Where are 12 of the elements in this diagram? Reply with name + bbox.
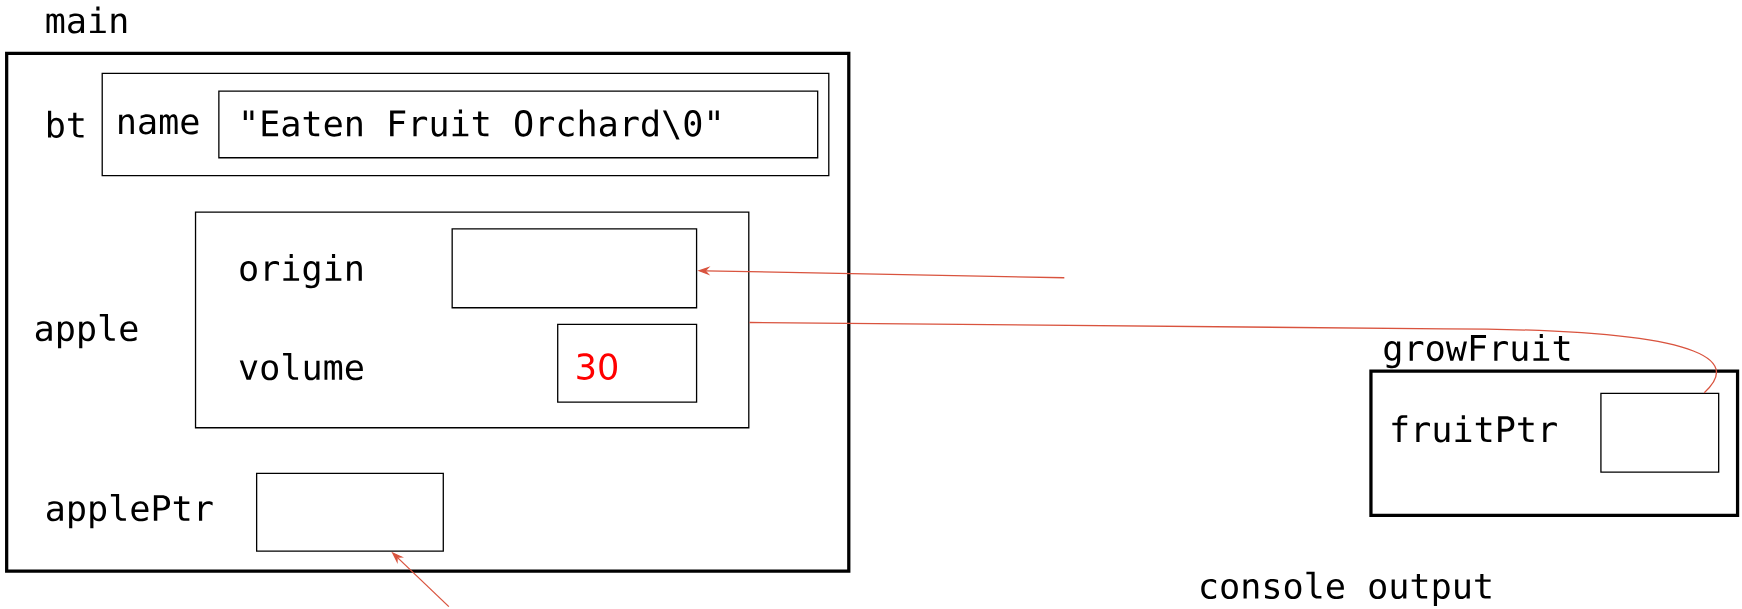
variable-label: applePtr — [47, 494, 213, 529]
variable-label: volume — [239, 353, 363, 381]
variable-label: apple — [35, 314, 138, 349]
string-value: "Eaten Fruit Orchard\0" — [243, 109, 719, 140]
caption-text: console output — [1201, 571, 1491, 606]
value-text: 30 — [577, 353, 617, 380]
variable-label: growFruit — [1384, 334, 1570, 369]
variable-label: main — [46, 6, 127, 34]
variable-label: bt — [48, 110, 84, 139]
variable-label: origin — [240, 254, 362, 289]
variable-label: fruitPtr — [1392, 415, 1557, 443]
variable-label: name — [119, 114, 199, 135]
